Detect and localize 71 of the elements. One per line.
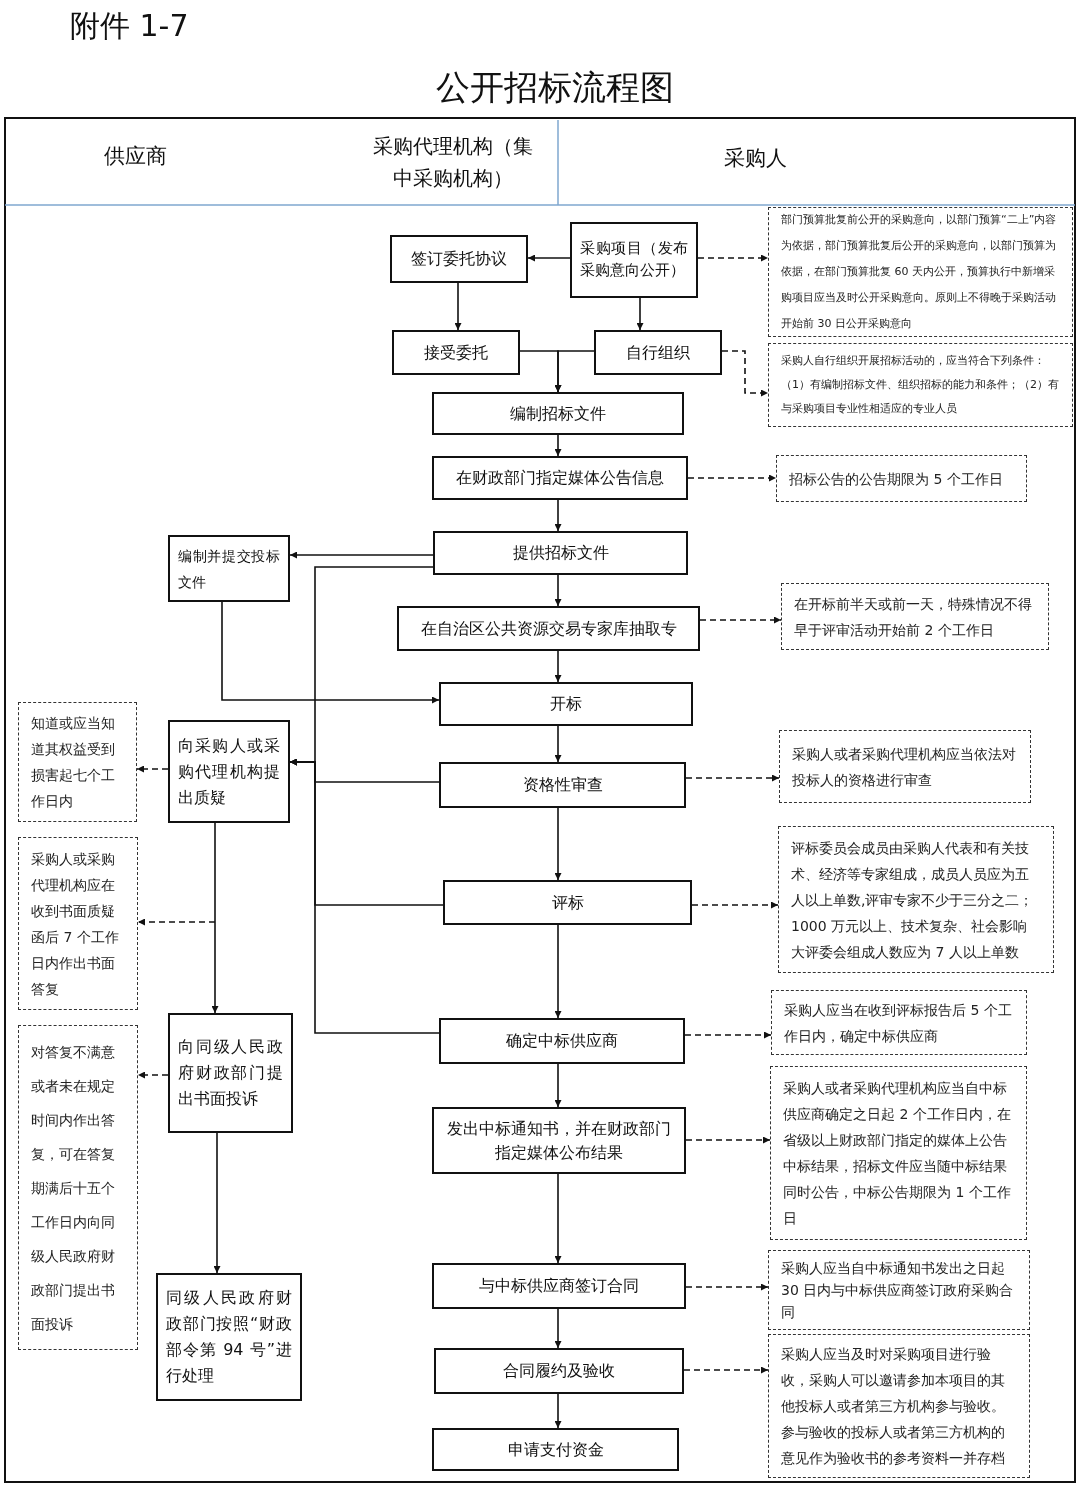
arrow (554, 1173, 562, 1264)
process-box: 编制并提交投标文件 (168, 535, 290, 602)
lane-header: 采购代理机构（集中采购机构） (372, 133, 534, 192)
note-box: 对答复不满意或者未在规定时间内作出答复，可在答复期满后十五个工作日内向同级人民政府财政部门提出书面投诉 (18, 1025, 138, 1350)
title: 公开招标流程图 (435, 66, 675, 109)
arrow (289, 758, 440, 1034)
process-box: 向采购人或采购代理机构提出质疑 (168, 720, 290, 823)
note-box: 采购人应当自中标通知书发出之日起 30 日内与中标供应商签订政府采购合同 (768, 1250, 1030, 1330)
attachment-number: 附件 1-7 (70, 7, 190, 45)
arrow (554, 725, 562, 763)
note-box: 采购人或者采购代理机构应当依法对投标人的资格进行审查 (779, 730, 1031, 803)
note-box: 采购人应当及时对采购项目进行验收，采购人可以邀请参加本项目的其他投标人或者第三方机构参与验收。参与验收的投标人或者第三方机构的意见作为验收书的参考资料一并存档 (768, 1334, 1030, 1478)
process-box: 申请支付资金 (432, 1428, 679, 1471)
note-box: 部门预算批复前公开的采购意向，以部门预算“二上”内容为依据，部门预算批复后公开的采购意向，以部门预算为依据，在部门预算批复 60 天内公开，预算执行中新增采购项目应当及时公开采购意向。原则上不得晚于采购活动开始前 30 日公开采购意向 (768, 207, 1073, 337)
process-box: 在自治区公共资源交易专家库抽取专 (397, 606, 700, 651)
note-box: 采购人应当在收到评标报告后 5 个工作日内，确定中标供应商 (771, 990, 1027, 1055)
arrow (554, 650, 562, 683)
note-box: 在开标前半天或前一天，特殊情况不得早于评审活动开始前 2 个工作日 (781, 583, 1049, 650)
note-box: 招标公告的公告期限为 5 个工作日 (776, 455, 1027, 502)
arrow (554, 1308, 562, 1349)
lane-header: 采购人 (722, 145, 788, 172)
arrow (554, 499, 562, 532)
arrow (554, 807, 562, 881)
arrow (289, 551, 434, 559)
process-box: 在财政部门指定媒体公告信息 (432, 456, 688, 500)
arrow (213, 1132, 221, 1274)
process-box: 与中标供应商签订合同 (432, 1263, 686, 1309)
arrow (221, 601, 440, 704)
process-box: 评标 (443, 880, 692, 925)
arrow (136, 765, 169, 773)
process-box: 资格性审查 (439, 762, 686, 808)
arrow (211, 822, 219, 1014)
arrow (691, 901, 779, 909)
arrow (554, 1393, 562, 1429)
arrow (687, 474, 777, 482)
process-box: 向同级人民政府财政部门提出书面投诉 (168, 1013, 293, 1133)
arrow (527, 254, 571, 262)
note-box: 采购人自行组织开展招标活动的，应当符合下列条件：（1）有编制招标文件、组织招标的能力和条件；（2）有与采购项目专业性相适应的专业人员 (768, 343, 1073, 427)
arrow (554, 434, 562, 457)
arrow (554, 574, 562, 607)
note-box: 评标委员会成员由采购人代表和有关技术、经济等专家组成，成员人员应为五人以上单数,评审专家不少于三分之二；1000 万元以上、技术复杂、社会影响大评委会组成人数应为 7 人以上单数 (778, 826, 1054, 973)
process-box: 采购项目（发布采购意向公开） (570, 222, 698, 298)
arrow (685, 1283, 769, 1291)
note-box: 采购人或采购代理机构应在收到书面质疑函后 7 个工作日内作出书面答复 (18, 837, 138, 1010)
process-box: 确定中标供应商 (439, 1018, 685, 1064)
arrow (636, 297, 644, 331)
process-box: 开标 (439, 682, 693, 726)
arrow (137, 918, 216, 926)
note-box: 采购人或者采购代理机构应当自中标供应商确定之日起 2 个工作日内，在省级以上财政部门指定的媒体上公告中标结果，招标文件应当随中标结果同时公告，中标公告期限为 1 个工作日 (770, 1066, 1027, 1240)
arrow (685, 1136, 771, 1144)
process-box: 签订委托协议 (390, 235, 528, 283)
process-box: 编制招标文件 (432, 392, 684, 435)
process-box: 合同履约及验收 (434, 1348, 684, 1394)
arrow (554, 1063, 562, 1108)
arrow (137, 1071, 169, 1079)
process-box: 提供招标文件 (433, 531, 688, 575)
arrow (699, 616, 782, 624)
arrow (554, 924, 562, 1019)
note-box: 知道或应当知道其权益受到损害起七个工作日内 (18, 702, 137, 822)
arrow (685, 774, 780, 782)
process-box: 自行组织 (594, 330, 722, 375)
lane-header: 供应商 (102, 143, 168, 170)
arrow (683, 1366, 769, 1374)
arrow (721, 350, 769, 397)
arrow (454, 282, 462, 331)
arrow (697, 254, 769, 262)
arrow (684, 1031, 772, 1039)
process-box: 发出中标通知书，并在财政部门指定媒体公布结果 (432, 1107, 686, 1174)
process-box: 同级人民政府财政部门按照“财政部令第 94 号”进行处理 (156, 1273, 302, 1401)
process-box: 接受委托 (392, 330, 520, 375)
arrow (554, 350, 595, 393)
